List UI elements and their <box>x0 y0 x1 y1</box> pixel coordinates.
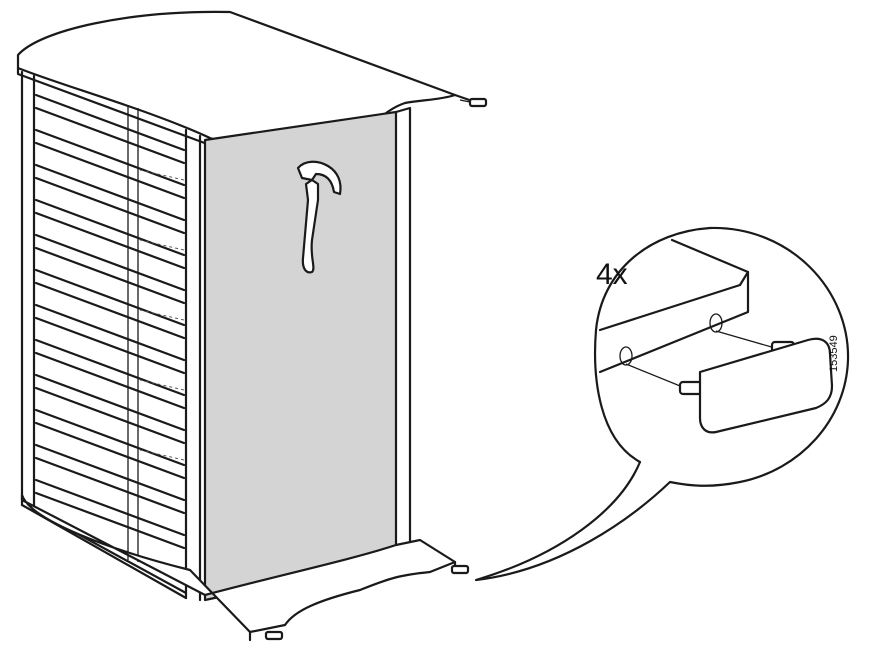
hammer-icon <box>296 160 342 274</box>
detail-dowel <box>678 337 834 434</box>
quantity-label: 4x <box>596 258 628 291</box>
bottom-dowel-pegs <box>264 564 470 641</box>
callout-bubble <box>474 226 850 582</box>
detail-board <box>598 238 783 391</box>
article-number: 153549 <box>828 335 840 372</box>
